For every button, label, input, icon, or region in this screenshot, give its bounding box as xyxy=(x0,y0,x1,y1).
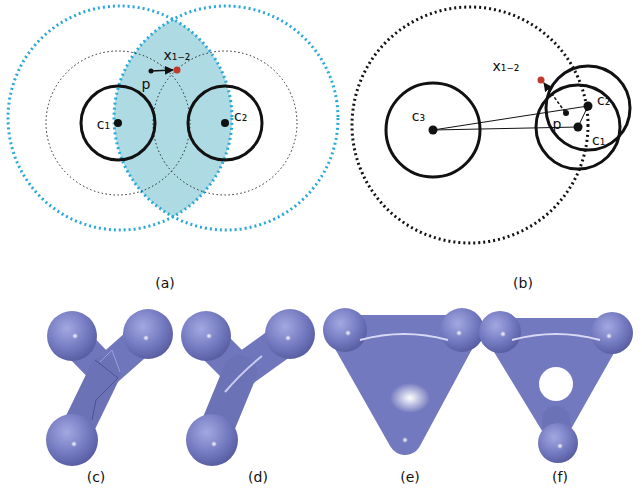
sphere-circle xyxy=(386,83,480,177)
highlight xyxy=(285,335,291,341)
projected-point xyxy=(174,67,181,74)
center-label: c₁ xyxy=(97,117,110,131)
dotted-circle xyxy=(153,51,297,195)
blob-lobe xyxy=(123,309,173,359)
center-label: c₁ xyxy=(592,133,605,147)
panel-label: (f) xyxy=(552,470,568,484)
blob-lobe xyxy=(591,312,633,354)
hole xyxy=(539,367,573,401)
bound-circle xyxy=(352,7,588,243)
highlight xyxy=(72,333,78,339)
dotted-circle xyxy=(46,51,190,195)
blob-e xyxy=(323,308,484,443)
highlight xyxy=(456,330,462,336)
sphere-circle xyxy=(81,86,155,160)
highlight xyxy=(206,333,212,339)
sphere-circle xyxy=(536,85,620,169)
blob-lobe xyxy=(440,308,484,352)
highlight xyxy=(606,333,612,339)
center-dot xyxy=(114,119,122,127)
point-label: x₁₋₂ xyxy=(493,59,520,73)
highlight xyxy=(557,443,563,449)
panel-label: (b) xyxy=(513,276,533,290)
blob-d xyxy=(181,309,315,466)
crease xyxy=(92,360,118,420)
blob-lobe xyxy=(181,311,231,361)
blob-lobe xyxy=(323,308,367,352)
point-label: x₁₋₂ xyxy=(164,48,191,62)
center-label: c₃ xyxy=(412,109,425,123)
center-label: c₂ xyxy=(597,93,610,107)
blob-body xyxy=(345,332,462,438)
bound-circle xyxy=(8,6,232,230)
highlight xyxy=(143,335,149,341)
projection-arrow xyxy=(151,70,173,71)
highlight xyxy=(390,383,430,413)
blob-f xyxy=(479,311,633,463)
projection-arrow xyxy=(544,83,565,112)
sphere-circle xyxy=(188,86,262,160)
highlight xyxy=(402,437,408,443)
bound-circle xyxy=(114,6,338,230)
center-label: c₂ xyxy=(234,109,247,123)
highlight xyxy=(360,334,448,340)
point-dot xyxy=(149,69,154,74)
center-dot xyxy=(429,126,438,135)
highlight xyxy=(345,330,351,336)
highlight xyxy=(512,334,600,340)
highlight xyxy=(211,441,217,447)
center-dot xyxy=(584,102,593,111)
center-dot xyxy=(221,119,229,127)
point-label: p xyxy=(553,117,562,131)
center-dot xyxy=(574,123,583,132)
panel-label: (a) xyxy=(155,276,175,290)
blob-lobe xyxy=(186,414,238,466)
point-label: p xyxy=(142,77,151,91)
panel-label: (c) xyxy=(87,470,106,484)
highlight xyxy=(71,441,77,447)
intersection-region xyxy=(114,19,232,216)
point-dot xyxy=(563,110,569,116)
center-line xyxy=(433,106,588,130)
blob-lobe xyxy=(265,309,315,359)
blob-lobe xyxy=(479,311,521,353)
panel-b xyxy=(352,7,630,243)
blob-lobe xyxy=(538,423,578,463)
highlight xyxy=(225,356,262,392)
blob-lobe xyxy=(46,414,98,466)
crease xyxy=(100,350,120,372)
panel-label: (d) xyxy=(248,470,268,484)
blob-lobe xyxy=(47,311,97,361)
panel-a xyxy=(8,6,338,230)
panel-label: (e) xyxy=(400,470,420,484)
projected-point xyxy=(538,77,545,84)
blob-c xyxy=(46,309,173,466)
highlight xyxy=(500,331,506,337)
